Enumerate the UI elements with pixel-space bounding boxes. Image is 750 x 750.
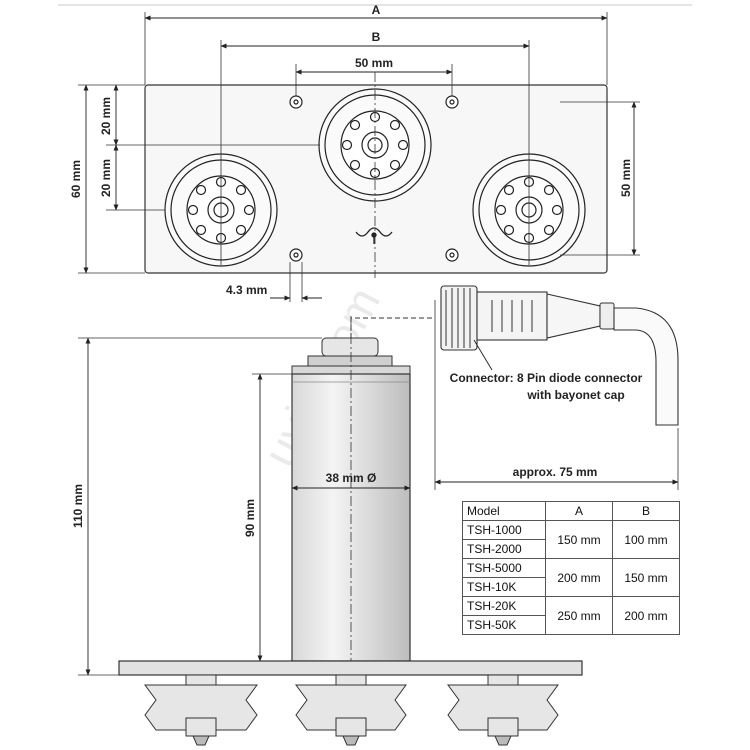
model-cell: TSH-20K (462, 596, 546, 616)
dim-body-height-label: 90 mm (243, 499, 257, 537)
header-model: Model (462, 501, 546, 521)
connector-detail: Connector: 8 Pin diode connector with ba… (350, 285, 679, 490)
dim-b-label: B (372, 30, 381, 44)
header-a: A (545, 501, 613, 521)
mounting-holes (289, 95, 459, 262)
a-cell: 150 mm (545, 520, 613, 559)
dim-connector-length-label: approx. 75 mm (513, 465, 598, 479)
top-connector-stub (321, 337, 379, 357)
top-view: A B 50 mm 60 mm 20 mm 20 mm 50 mm 4.3 mm (69, 3, 640, 302)
table-row: TSH-20K 250 mm 200 mm (462, 596, 680, 635)
dim-height-label: 60 mm (69, 160, 83, 198)
dim-diameter-label: 38 mm Ø (326, 471, 377, 485)
side-view: 110 mm 90 mm 38 mm Ø (71, 316, 583, 746)
dim-right-label: 50 mm (619, 159, 633, 197)
a-cell: 200 mm (545, 558, 613, 597)
table-header-row: Model A B (462, 501, 680, 521)
b-cell: 100 mm (612, 520, 680, 559)
dim-pitch-label: 50 mm (355, 56, 393, 70)
a-cell: 250 mm (545, 596, 613, 635)
cable (613, 307, 679, 426)
dim-total-height-label: 110 mm (71, 484, 85, 528)
table-row: TSH-2000 (462, 539, 680, 559)
dim-upper-label: 20 mm (99, 97, 113, 135)
pulley-center (295, 674, 407, 746)
connector-label-line1: Connector: 8 Pin diode connector (450, 371, 643, 385)
pulley-right (447, 674, 559, 746)
table-row: TSH-50K (462, 615, 680, 635)
header-b: B (612, 501, 680, 521)
model-cell: TSH-1000 (462, 520, 546, 540)
dim-lower-label: 20 mm (99, 159, 113, 197)
model-table: Model A B TSH-1000 150 mm 100 mm TSH-200… (462, 501, 680, 635)
table-row: TSH-5000 200 mm 150 mm (462, 558, 680, 597)
pulley-left (144, 674, 258, 746)
base-plate-side (118, 660, 583, 676)
model-cell: TSH-2000 (462, 539, 546, 559)
dim-a-label: A (372, 3, 381, 17)
model-cell: TSH-5000 (462, 558, 546, 578)
model-cell: TSH-50K (462, 615, 546, 635)
table-row: TSH-1000 150 mm 100 mm (462, 520, 680, 559)
b-cell: 200 mm (612, 596, 680, 635)
model-cell: TSH-10K (462, 577, 546, 597)
connector-label-line2: with bayonet cap (526, 388, 624, 402)
dim-offset-label: 4.3 mm (226, 283, 267, 297)
b-cell: 150 mm (612, 558, 680, 597)
